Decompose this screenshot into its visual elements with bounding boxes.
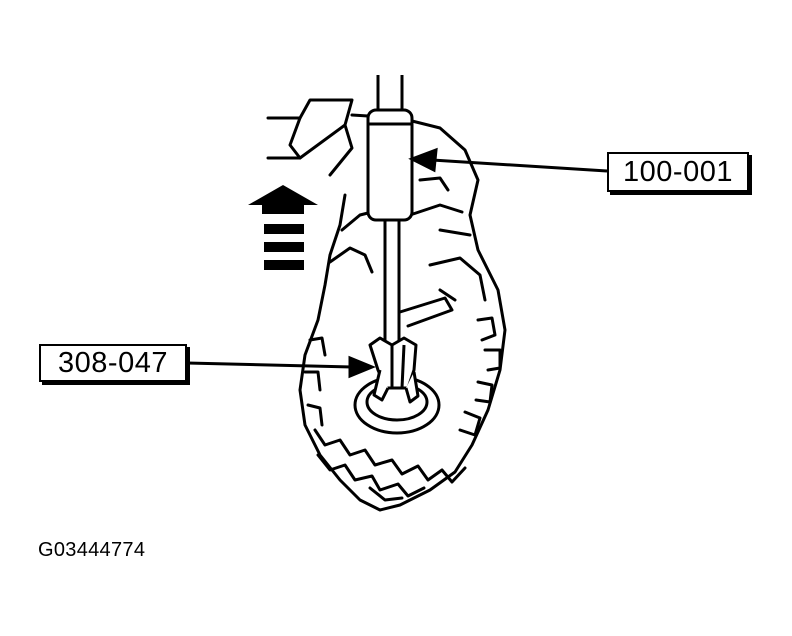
callout-label-308-047: 308-047	[39, 344, 187, 382]
figure-id-label: G03444774	[38, 539, 146, 561]
tool-308-047-collet	[368, 336, 420, 404]
callout-leaders	[186, 147, 608, 379]
up-arrow-icon	[248, 185, 318, 270]
callout-label-100-001: 100-001	[607, 152, 749, 192]
tool-100-001-shaft	[366, 75, 414, 345]
